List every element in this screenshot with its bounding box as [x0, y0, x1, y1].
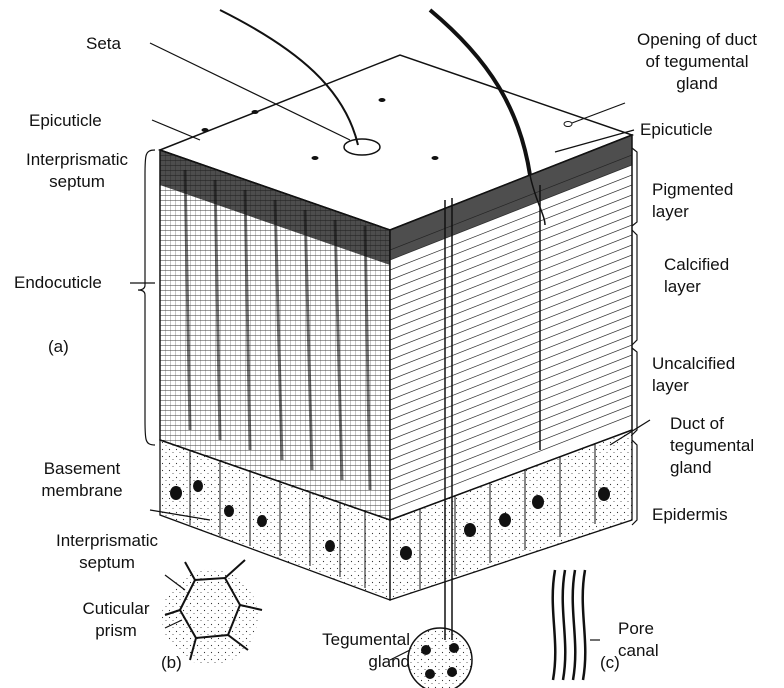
label-teg-gland-1: Tegumental [290, 630, 410, 650]
label-calcified-1: Calcified [664, 255, 729, 275]
label-uncalcified-2: layer [652, 376, 689, 396]
label-seta: Seta [86, 34, 121, 54]
label-pore-1: Pore [618, 619, 654, 639]
label-epicuticle-right: Epicuticle [640, 120, 713, 140]
label-endocuticle: Endocuticle [14, 273, 102, 293]
label-epicuticle-left: Epicuticle [29, 111, 102, 131]
label-prism-2: prism [66, 621, 166, 641]
label-prism-1: Cuticular [66, 599, 166, 619]
label-interprismatic-2: septum [8, 172, 146, 192]
endocuticle-bracket [138, 150, 155, 445]
label-panel-c: (c) [600, 653, 620, 673]
label-pigmented-1: Pigmented [652, 180, 733, 200]
label-interprismatic-1: Interprismatic [8, 150, 146, 170]
label-basement-1: Basement [22, 459, 142, 479]
label-duct-1: Duct of [670, 414, 724, 434]
label-opening-duct-1: Opening of duct [622, 30, 772, 50]
label-panel-b: (b) [161, 653, 182, 673]
label-duct-3: gland [670, 458, 712, 478]
label-calcified-2: layer [664, 277, 701, 297]
inset-pore-canals [553, 570, 586, 680]
label-duct-2: tegumental [670, 436, 754, 456]
label-pigmented-2: layer [652, 202, 689, 222]
label-epidermis: Epidermis [652, 505, 728, 525]
label-septum-b-2: septum [38, 553, 176, 573]
label-pore-2: canal [618, 641, 659, 661]
label-uncalcified-1: Uncalcified [652, 354, 735, 374]
label-teg-gland-2: gland [290, 652, 410, 672]
label-septum-b-1: Interprismatic [38, 531, 176, 551]
inset-prisms [162, 560, 262, 665]
label-opening-duct-3: gland [622, 74, 772, 94]
label-basement-2: membrane [22, 481, 142, 501]
label-opening-duct-2: of tegumental [622, 52, 772, 72]
label-panel-a: (a) [48, 337, 69, 357]
